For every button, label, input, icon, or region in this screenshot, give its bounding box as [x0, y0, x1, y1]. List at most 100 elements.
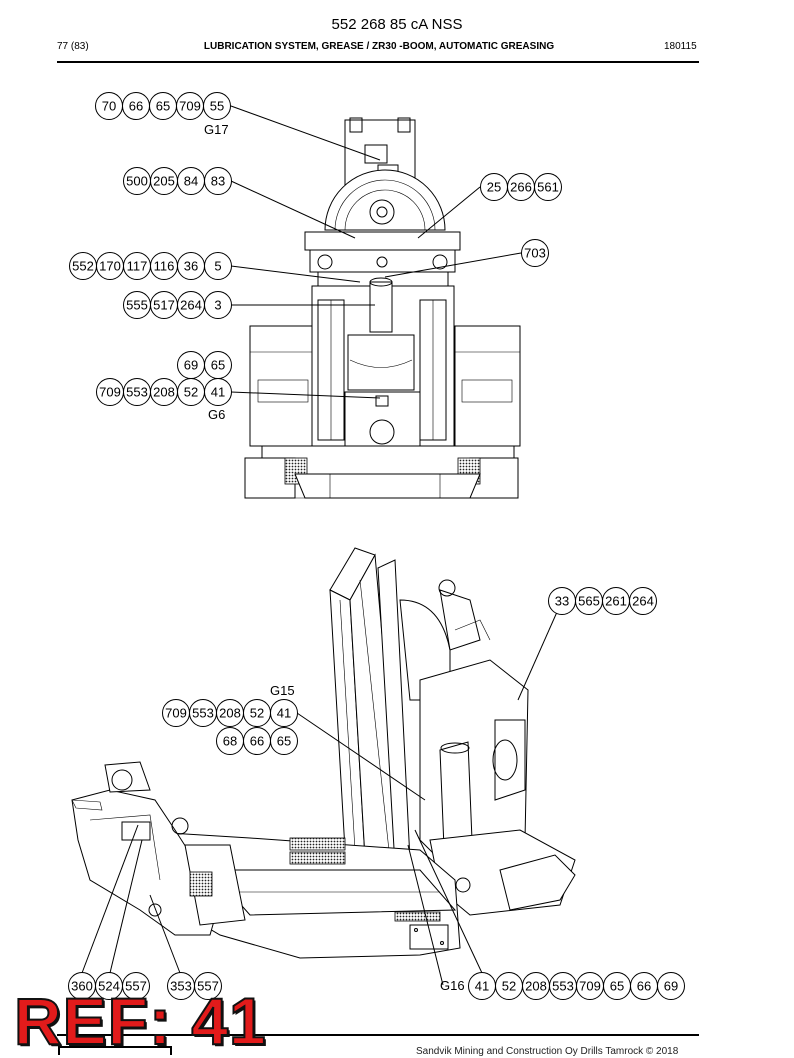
- callout-grp_264-565: 565: [575, 587, 603, 615]
- callout-number: 264: [180, 298, 202, 313]
- callout-number: 709: [579, 979, 601, 994]
- footer-rule: [57, 1034, 699, 1036]
- callout-number: 500: [126, 174, 148, 189]
- callout-grp_5-170: 170: [96, 252, 124, 280]
- callout-g6-41: 41: [204, 378, 232, 406]
- callout-number: 33: [555, 594, 569, 609]
- callout-g15-553: 553: [189, 699, 217, 727]
- callout-grp_3-517: 517: [150, 291, 178, 319]
- callout-number: 205: [153, 174, 175, 189]
- callout-g16-66: 66: [630, 972, 658, 1000]
- callout-number: 3: [214, 298, 221, 313]
- callout-grp_264-264: 264: [629, 587, 657, 615]
- callout-number: 553: [552, 979, 574, 994]
- callout-grp_3-264: 264: [177, 291, 205, 319]
- callout-grp_5-5: 5: [204, 252, 232, 280]
- callout-number: 524: [98, 979, 120, 994]
- callout-number: 83: [211, 174, 225, 189]
- callout-number: 709: [165, 706, 187, 721]
- callout-number: 703: [524, 246, 546, 261]
- callout-grp_557b-557: 557: [194, 972, 222, 1000]
- callout-number: 84: [184, 174, 198, 189]
- section-title: LUBRICATION SYSTEM, GREASE / ZR30 -BOOM,…: [203, 41, 555, 52]
- callout-grp_3-555: 555: [123, 291, 151, 319]
- callout-number: 55: [210, 99, 224, 114]
- callout-number: 557: [197, 979, 219, 994]
- callout-number: 565: [578, 594, 600, 609]
- header-rule: [57, 61, 699, 63]
- callout-number: 553: [126, 385, 148, 400]
- callout-grp_83-83: 83: [204, 167, 232, 195]
- callout-number: 66: [129, 99, 143, 114]
- callout-grp_68-65: 65: [270, 727, 298, 755]
- callout-number: 65: [211, 358, 225, 373]
- callout-grp_561-561: 561: [534, 173, 562, 201]
- callout-grp_5-116: 116: [150, 252, 178, 280]
- callout-g17-70: 70: [95, 92, 123, 120]
- callout-number: 41: [277, 706, 291, 721]
- callout-number: 5: [214, 259, 221, 274]
- callout-g15-52: 52: [243, 699, 271, 727]
- callout-number: 65: [277, 734, 291, 749]
- callout-number: 66: [250, 734, 264, 749]
- footer-copyright: Sandvik Mining and Construction Oy Drill…: [416, 1046, 679, 1057]
- callout-number: 264: [632, 594, 654, 609]
- callout-grp_83-500: 500: [123, 167, 151, 195]
- callout-grp_264-33: 33: [548, 587, 576, 615]
- callout-g16-65: 65: [603, 972, 631, 1000]
- callout-g6-553: 553: [123, 378, 151, 406]
- callout-number: 555: [126, 298, 148, 313]
- callout-number: 709: [99, 385, 121, 400]
- callout-g16-41: 41: [468, 972, 496, 1000]
- callout-number: 65: [610, 979, 624, 994]
- group-label-g15: G15: [270, 683, 295, 698]
- callout-grp_5-36: 36: [177, 252, 205, 280]
- callout-number: 360: [71, 979, 93, 994]
- callout-number: 553: [192, 706, 214, 721]
- callout-grp_557a-557: 557: [122, 972, 150, 1000]
- callout-g6-52: 52: [177, 378, 205, 406]
- callout-grp_83-84: 84: [177, 167, 205, 195]
- callout-g15-41: 41: [270, 699, 298, 727]
- callout-g17-66: 66: [122, 92, 150, 120]
- callout-grp_5-117: 117: [123, 252, 151, 280]
- callout-number: 208: [525, 979, 547, 994]
- callout-grp_65-65: 65: [204, 351, 232, 379]
- callout-grp_557a-524: 524: [95, 972, 123, 1000]
- callout-number: 66: [637, 979, 651, 994]
- callout-g15-208: 208: [216, 699, 244, 727]
- callout-number: 116: [154, 259, 175, 274]
- callout-grp_83-205: 205: [150, 167, 178, 195]
- callout-number: 68: [223, 734, 237, 749]
- callout-number: 65: [156, 99, 170, 114]
- callout-number: 52: [502, 979, 516, 994]
- callout-g16-69: 69: [657, 972, 685, 1000]
- callout-grp_557b-353: 353: [167, 972, 195, 1000]
- callout-grp_3-3: 3: [204, 291, 232, 319]
- page-number: 77 (83): [57, 41, 89, 52]
- callout-number: 517: [153, 298, 175, 313]
- group-label-g16: G16: [440, 978, 465, 993]
- callout-number: 170: [99, 259, 121, 274]
- callout-number: 709: [179, 99, 201, 114]
- callout-grp_703-703: 703: [521, 239, 549, 267]
- callout-g6-208: 208: [150, 378, 178, 406]
- callout-number: 208: [153, 385, 175, 400]
- callout-g16-208: 208: [522, 972, 550, 1000]
- callout-number: 261: [605, 594, 627, 609]
- callout-g16-52: 52: [495, 972, 523, 1000]
- callout-number: 557: [125, 979, 147, 994]
- callout-grp_5-552: 552: [69, 252, 97, 280]
- callout-number: 561: [537, 180, 559, 195]
- leader-lines-top: [230, 105, 522, 399]
- callout-g6-709: 709: [96, 378, 124, 406]
- callout-g17-65: 65: [149, 92, 177, 120]
- callout-number: 52: [184, 385, 198, 400]
- callout-g15-709: 709: [162, 699, 190, 727]
- callout-grp_561-25: 25: [480, 173, 508, 201]
- document-date: 180115: [664, 41, 697, 52]
- callout-number: 69: [664, 979, 678, 994]
- callout-grp_557a-360: 360: [68, 972, 96, 1000]
- callout-number: 25: [487, 180, 501, 195]
